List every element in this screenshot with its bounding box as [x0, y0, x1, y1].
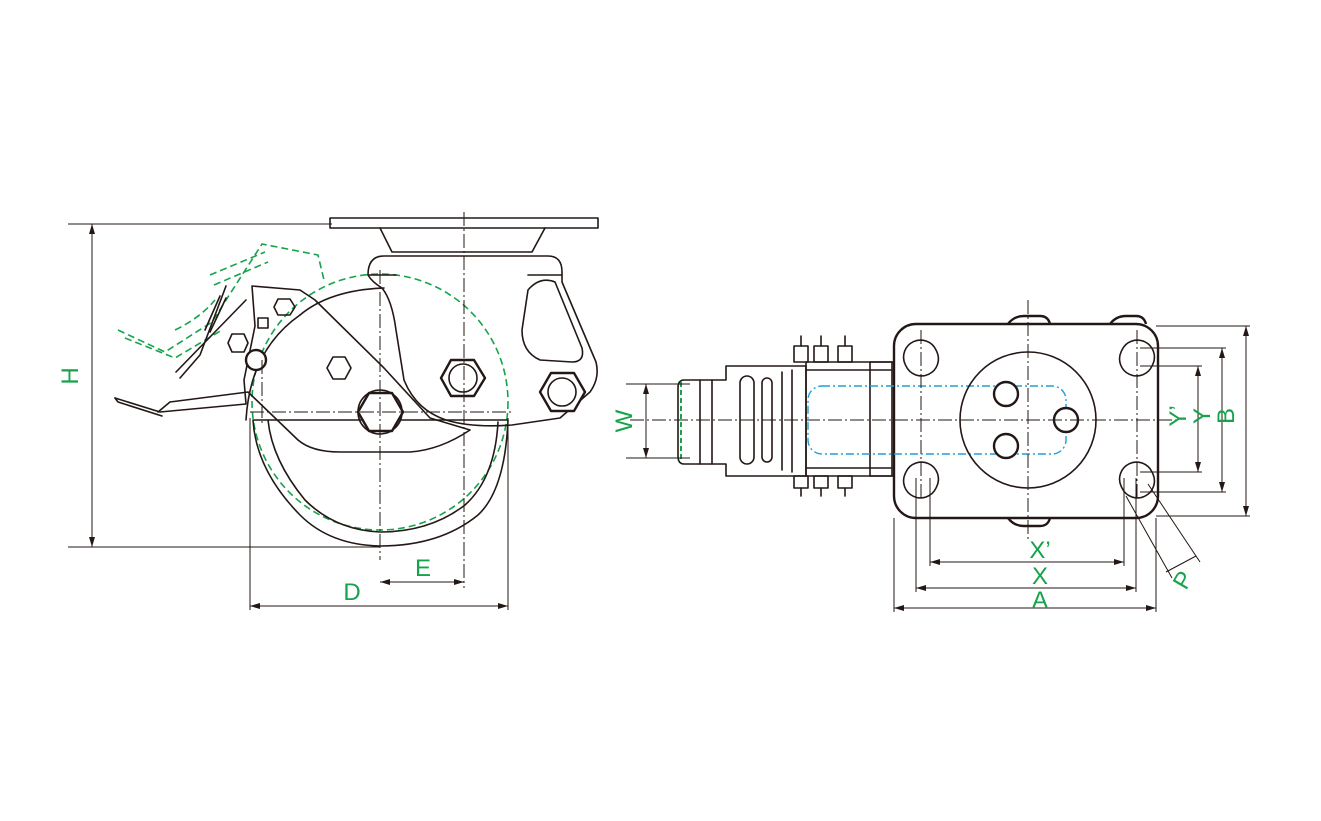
top-view: W X’ X A — [611, 300, 1250, 614]
dimension-label-w: W — [611, 409, 638, 432]
fork-body — [367, 255, 598, 427]
wheel-top — [677, 365, 807, 477]
swivel-bolt-nut — [439, 358, 487, 398]
dimension-y: Y — [1140, 347, 1226, 493]
dimension-label-d: D — [343, 579, 360, 606]
dimension-e: E — [380, 555, 464, 585]
lever-pivot-pin — [244, 348, 268, 372]
dimension-x-alt: X’ — [929, 478, 1125, 566]
hub-arc — [299, 287, 385, 316]
dimension-w: W — [611, 383, 690, 459]
dimension-label-a: A — [1032, 587, 1048, 614]
dimension-x: X — [915, 478, 1137, 592]
dimension-label-y-alt: Y’ — [1165, 405, 1192, 426]
fork-bolts-bottom — [793, 475, 853, 497]
fork-top — [805, 361, 893, 477]
side-view: H E D — [57, 212, 599, 610]
wheel — [252, 419, 509, 547]
dimension-label-h: H — [57, 367, 84, 384]
dimension-h: H — [57, 223, 380, 548]
fork-inner-cutout — [521, 279, 584, 363]
top-plate — [892, 322, 1160, 520]
fork-bolts-top — [793, 335, 853, 363]
hidden-fork-outline — [807, 385, 1067, 455]
dimension-label-x-alt: X’ — [1029, 537, 1050, 564]
dimension-label-b: B — [1213, 408, 1240, 424]
lever-nut — [326, 356, 352, 380]
dimension-d: D — [249, 418, 509, 610]
mounting-slots — [902, 339, 1156, 499]
dimension-y-alt: Y’ — [1140, 365, 1202, 473]
brake-lever — [114, 285, 471, 453]
dimension-label-e: E — [415, 555, 431, 582]
dimension-b: B — [1156, 325, 1250, 517]
dimension-label-y: Y — [1189, 408, 1216, 424]
dimension-a: A — [893, 518, 1157, 614]
swivel-raceway — [379, 227, 546, 253]
dimension-label-p: P — [1168, 567, 1199, 594]
dimension-label-x: X — [1032, 563, 1048, 590]
